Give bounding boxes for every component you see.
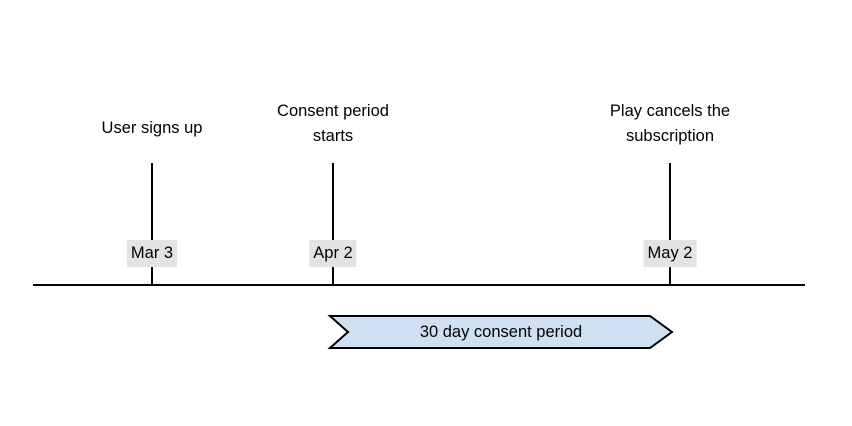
consent-period-band-label: 30 day consent period xyxy=(419,323,583,341)
milestone-label-play-cancels-subscription: Play cancels the subscription xyxy=(609,102,731,145)
milestone-date-chip-play-cancels-subscription: May 2 xyxy=(643,240,697,267)
consent-period-band-shape xyxy=(327,315,674,349)
milestone-date-chip-consent-period-starts: Apr 2 xyxy=(309,240,357,267)
milestone-label-consent-period-starts: Consent period starts xyxy=(277,102,389,145)
milestone-ticks-group xyxy=(151,163,671,285)
milestone-label-user-signs-up: User signs up xyxy=(101,119,203,137)
milestone-date-chip-user-signs-up: Mar 3 xyxy=(126,240,178,267)
